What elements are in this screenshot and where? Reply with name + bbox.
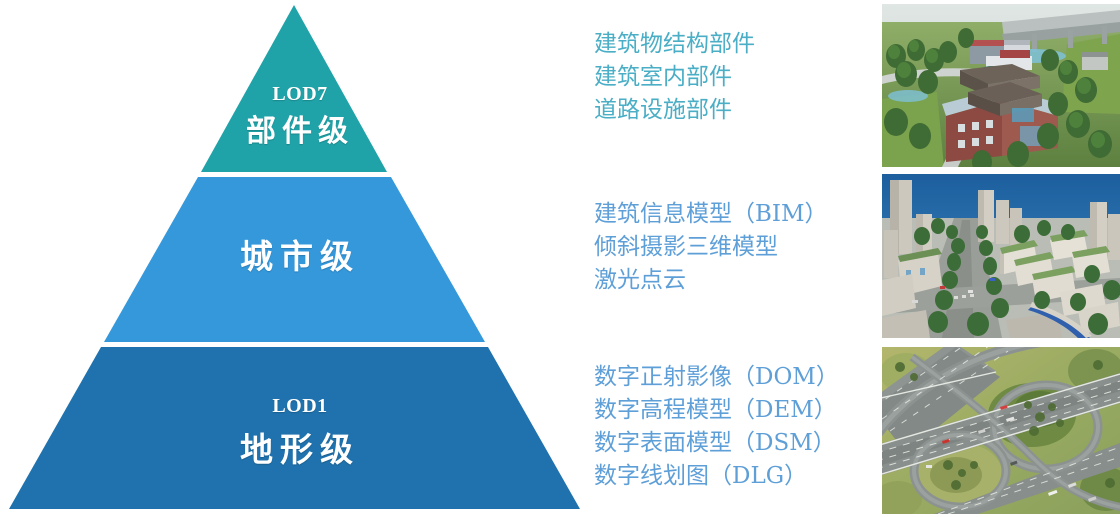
photo-city-oblique	[882, 174, 1120, 338]
pyramid-shapes	[9, 5, 580, 509]
annotation-line: 数字表面模型（DSM）	[594, 430, 836, 456]
annotation-component: 建筑物结构部件 建筑室内部件 道路设施部件	[594, 28, 884, 127]
pyramid-tier-city-shape[interactable]	[104, 177, 485, 342]
annotation-line: 数字高程模型（DEM）	[594, 397, 837, 423]
photo-building-model	[882, 4, 1120, 167]
photo-interchange-ortho	[882, 347, 1120, 514]
photo-column	[882, 0, 1120, 517]
annotation-line: 建筑信息模型（BIM）	[594, 201, 828, 227]
annotation-line: 数字正射影像（DOM）	[594, 364, 839, 390]
annotation-line: 激光点云	[594, 267, 686, 293]
annotation-line: 建筑物结构部件	[594, 31, 755, 57]
annotation-line: 建筑室内部件	[594, 64, 732, 90]
annotation-line: 数字线划图（DLG）	[594, 463, 808, 489]
annotation-line: 倾斜摄影三维模型	[594, 234, 778, 260]
annotation-column: 建筑物结构部件 建筑室内部件 道路设施部件 建筑信息模型（BIM） 倾斜摄影三维…	[594, 0, 884, 517]
photo-city-oblique-image	[882, 174, 1120, 338]
pyramid-tier-terrain-shape[interactable]	[9, 347, 580, 509]
pyramid-tier-component-shape[interactable]	[201, 5, 387, 172]
annotation-city: 建筑信息模型（BIM） 倾斜摄影三维模型 激光点云	[594, 198, 884, 297]
annotation-line: 道路设施部件	[594, 97, 732, 123]
annotation-terrain: 数字正射影像（DOM） 数字高程模型（DEM） 数字表面模型（DSM） 数字线划…	[594, 361, 884, 493]
photo-interchange-ortho-image	[882, 347, 1120, 514]
photo-building-model-image	[882, 4, 1120, 167]
lod-pyramid: LOD7 部件级 城市级 LOD1 地形级	[9, 5, 580, 509]
